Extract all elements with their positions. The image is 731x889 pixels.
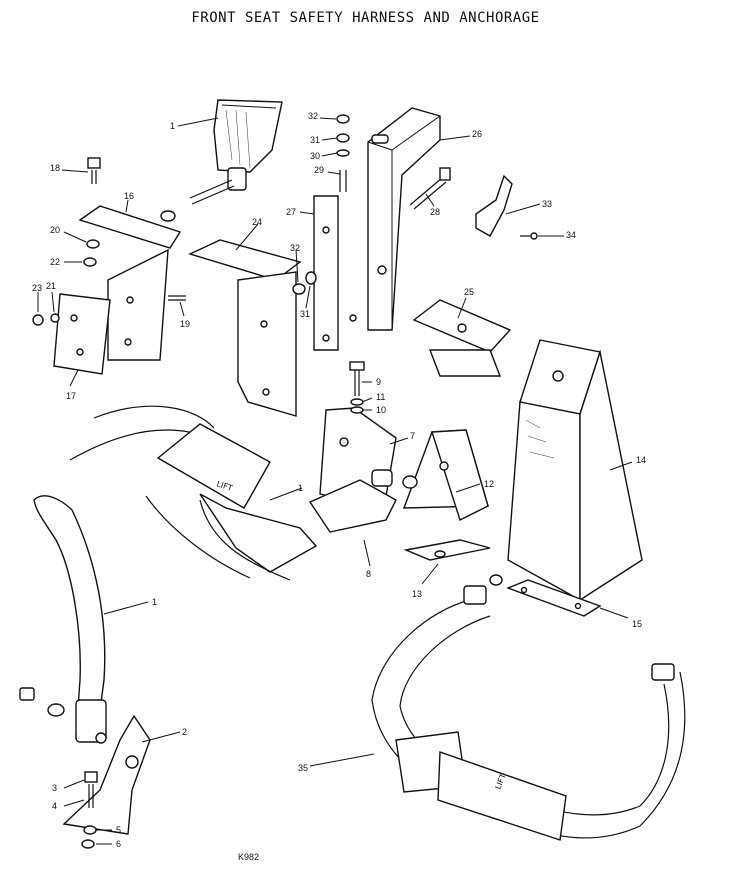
callout-25: 25 — [464, 287, 475, 297]
callout-2: 2 — [182, 727, 188, 737]
callout-5: 5 — [116, 825, 122, 835]
bracket-24 — [188, 239, 317, 417]
callout-12: 12 — [484, 479, 495, 489]
plate-15 — [506, 579, 602, 617]
callout-33: 33 — [542, 199, 553, 209]
callout-32-side: 32 — [290, 243, 301, 253]
callout-19: 19 — [180, 319, 191, 329]
shoulder-strap-top — [189, 99, 283, 205]
callout-24: 24 — [252, 217, 263, 227]
callout-10: 10 — [376, 405, 387, 415]
bracket-16 — [53, 205, 182, 375]
bracket-7 — [308, 361, 418, 533]
callout-14: 14 — [636, 455, 647, 465]
callout-13: 13 — [412, 589, 423, 599]
callout-31-side: 31 — [300, 309, 311, 319]
plate-27 — [313, 195, 339, 351]
callout-17: 17 — [66, 391, 77, 401]
callout-22: 22 — [50, 257, 61, 267]
callout-28: 28 — [430, 207, 441, 217]
drawing-code: K982 — [238, 852, 260, 862]
bolt-stack-top — [336, 114, 350, 192]
side-strap — [19, 495, 107, 744]
callout-6: 6 — [116, 839, 122, 849]
pillar-bracket — [349, 107, 441, 331]
leader-lines — [37, 117, 633, 845]
callout-11: 11 — [376, 392, 386, 402]
bracket-2 — [62, 714, 151, 849]
callout-29: 29 — [314, 165, 325, 175]
callout-32-top: 32 — [308, 111, 319, 121]
callout-30: 30 — [310, 151, 321, 161]
callout-34: 34 — [566, 230, 577, 240]
callout-18: 18 — [50, 163, 61, 173]
diagram-title: FRONT SEAT SAFETY HARNESS AND ANCHORAGE — [191, 10, 540, 26]
callout-1-shoulder-strap: 1 — [170, 121, 176, 131]
fasteners-left — [32, 157, 186, 326]
bracket-25 — [412, 299, 512, 377]
clip-33 — [475, 174, 538, 240]
callout-7: 7 — [410, 431, 416, 441]
callout-23: 23 — [32, 283, 43, 293]
block-12 — [402, 429, 491, 561]
bolt-28 — [409, 167, 451, 210]
lap-strap-left: LIFT — [69, 405, 318, 581]
harness-strap-35: LIFT — [371, 574, 686, 841]
callout-26: 26 — [472, 129, 483, 139]
callout-20: 20 — [50, 225, 61, 235]
callout-21: 21 — [46, 281, 57, 291]
callout-1-side-strap: 1 — [152, 597, 158, 607]
callout-15: 15 — [632, 619, 643, 629]
callout-8: 8 — [366, 569, 372, 579]
callout-1-buckle-strap: 1 — [298, 483, 304, 493]
callout-9: 9 — [376, 377, 382, 387]
callout-27: 27 — [286, 207, 297, 217]
callout-31-top: 31 — [310, 135, 321, 145]
callout-3: 3 — [52, 783, 58, 793]
callout-16: 16 — [124, 191, 135, 201]
anchorage-block-14 — [507, 339, 643, 602]
callout-35: 35 — [298, 763, 309, 773]
callout-4: 4 — [52, 801, 58, 811]
